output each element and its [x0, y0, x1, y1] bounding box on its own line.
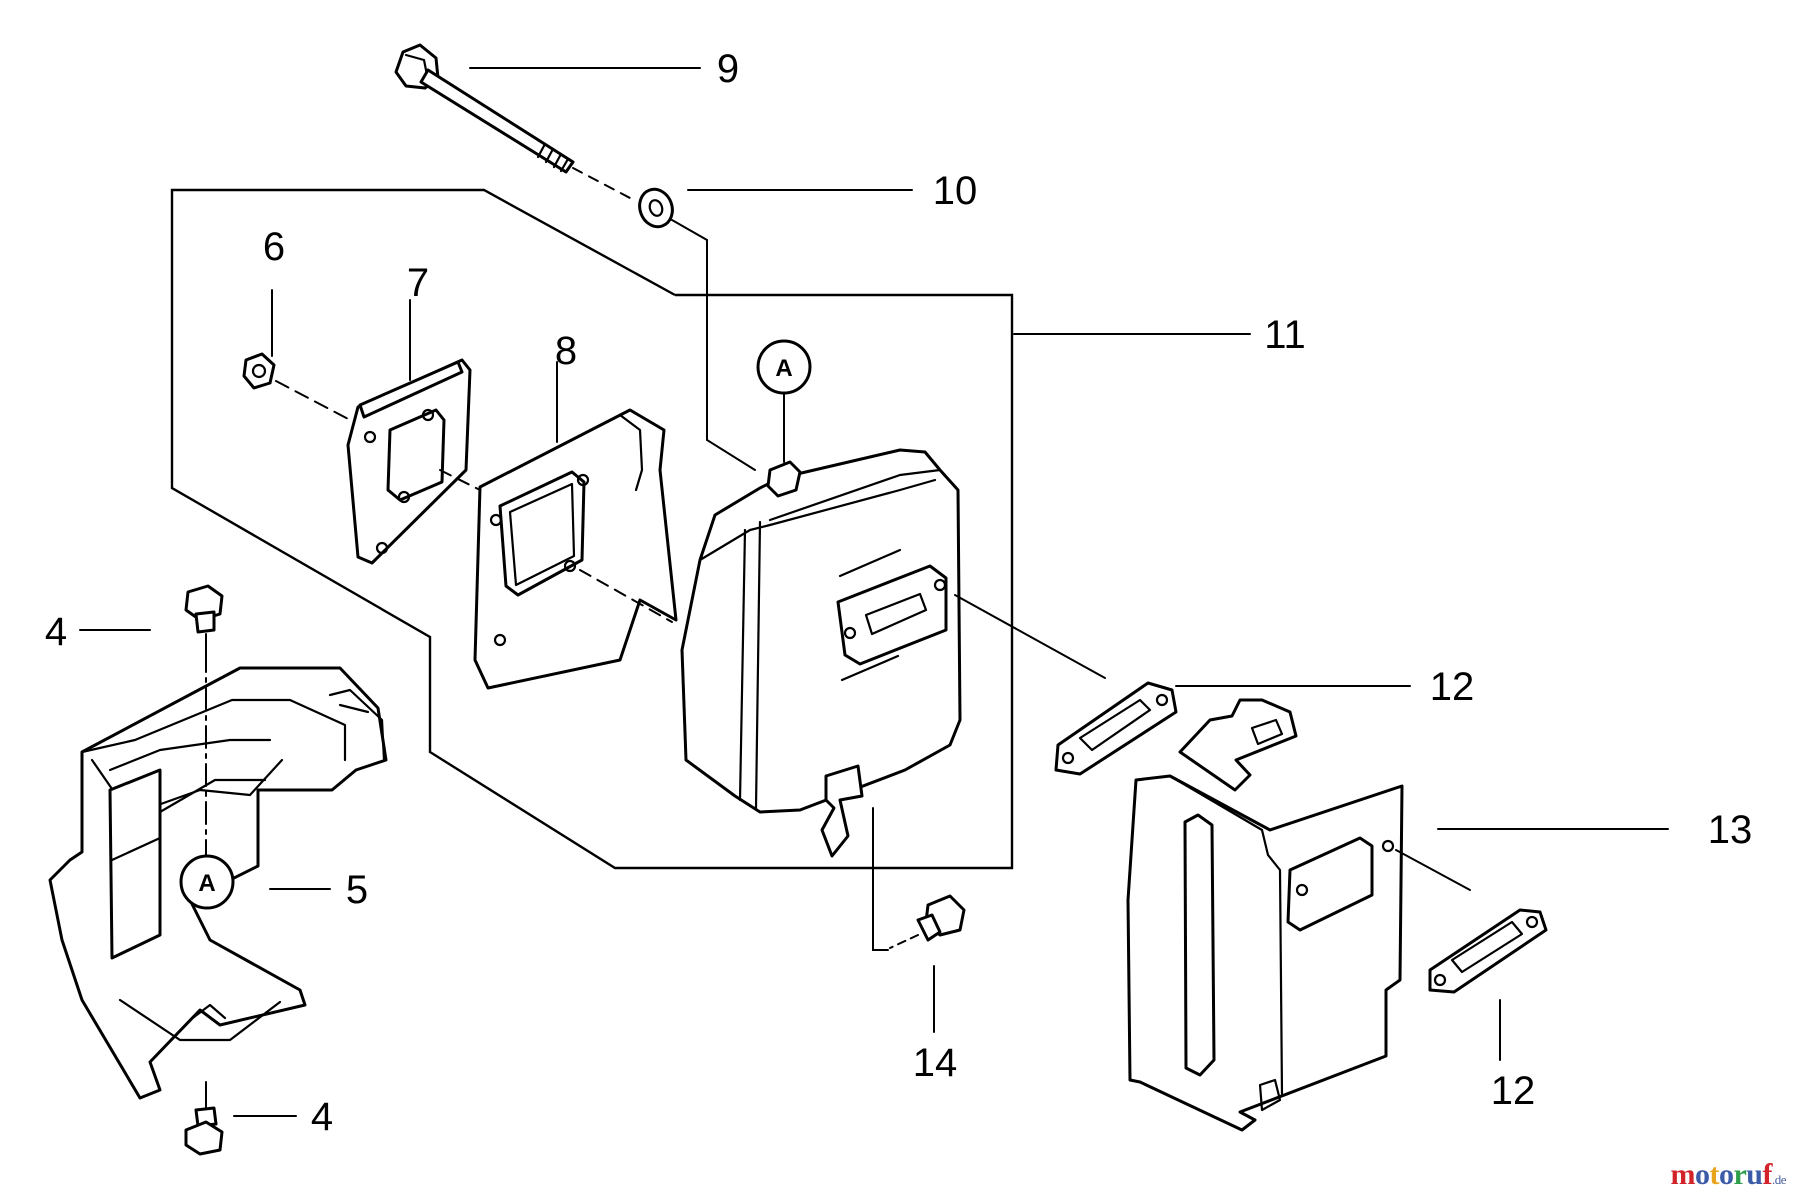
assembly-bracket [170, 188, 1014, 870]
flange-plate-part-7 [346, 358, 501, 565]
callout-4-top: 4 [45, 610, 67, 654]
bolt-part-9 [394, 43, 631, 199]
callout-6: 6 [263, 225, 285, 269]
nut-part-6 [242, 352, 353, 422]
callout-leaders [79, 67, 1669, 1117]
callout-12-bottom: 12 [1491, 1069, 1536, 1113]
watermark-letter: m [1670, 1158, 1695, 1191]
watermark-letter: r [1733, 1158, 1747, 1191]
bolt-part-14 [872, 807, 966, 951]
watermark-letter: u [1746, 1158, 1763, 1191]
washer-part-10 [638, 187, 756, 471]
gasket-part-12-lower [1428, 908, 1548, 994]
callout-labels: 9 10 6 7 8 11 4 12 13 5 14 4 12 [45, 47, 1752, 1139]
gasket-part-12-upper [1054, 681, 1178, 776]
callout-7: 7 [407, 261, 429, 305]
reference-circle-a-lower: A [179, 854, 235, 910]
reference-letter-lower: A [198, 870, 215, 897]
watermark-letter: o [1718, 1158, 1734, 1191]
rear-shield-part-13 [1126, 698, 1471, 1132]
reference-circle-a-upper: A [756, 339, 812, 463]
watermark-letter: o [1694, 1158, 1710, 1191]
watermark-letter: t [1709, 1158, 1719, 1191]
callout-10: 10 [933, 169, 978, 213]
reference-letter-upper: A [775, 355, 792, 382]
callout-11: 11 [1264, 313, 1306, 357]
callout-13: 13 [1708, 808, 1753, 852]
callout-14: 14 [913, 1041, 958, 1085]
callout-12-top: 12 [1430, 665, 1475, 709]
watermark-logo: motoruf.de [1670, 1158, 1786, 1192]
bolt-part-4-top [184, 584, 224, 861]
watermark-tld: .de [1771, 1172, 1787, 1187]
watermark-text: motoruf [1670, 1158, 1772, 1191]
heat-shield-part-8 [473, 408, 678, 690]
watermark-letter: f [1762, 1158, 1772, 1191]
callout-4-bottom: 4 [311, 1095, 333, 1139]
muffler-part-11 [680, 448, 1106, 858]
callout-9: 9 [717, 47, 739, 91]
bolt-part-4-bottom [184, 1081, 224, 1156]
callout-5: 5 [346, 868, 368, 912]
callout-8: 8 [555, 329, 577, 373]
